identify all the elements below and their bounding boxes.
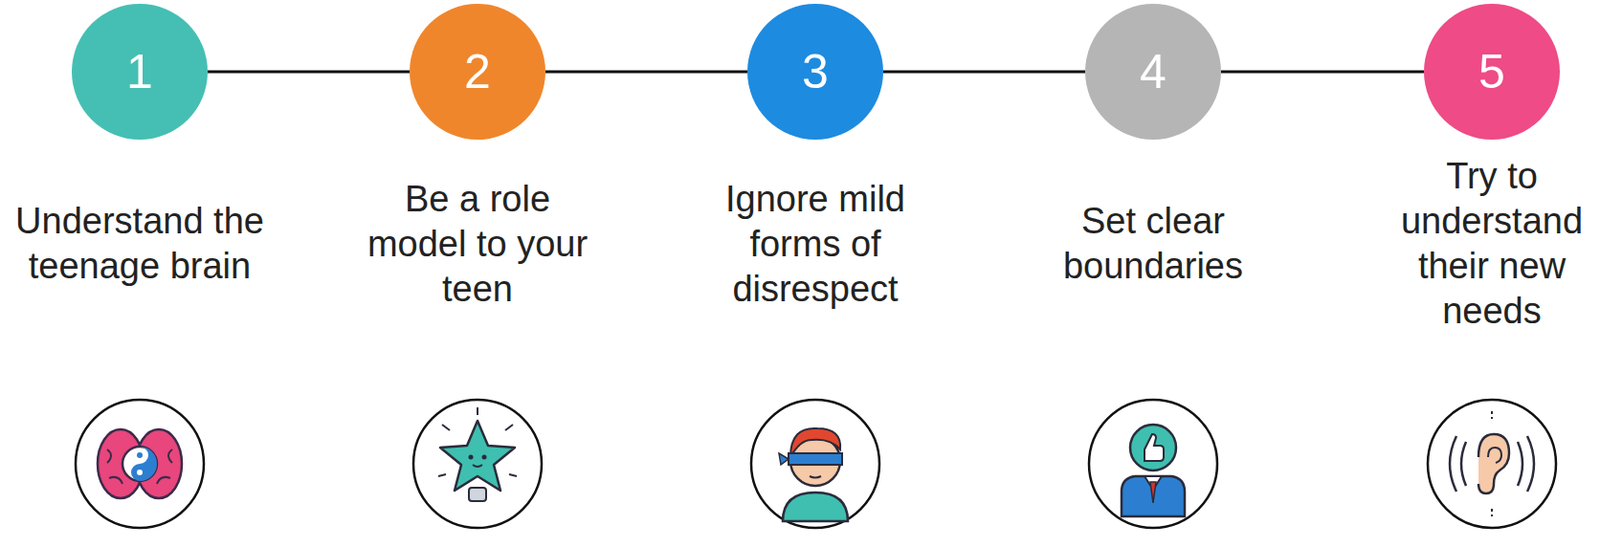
- step-number: 1: [71, 3, 208, 140]
- timeline-connector: [207, 70, 410, 74]
- step-circle: 1Understand the teenage brain: [71, 3, 208, 140]
- step-number: 2: [409, 3, 546, 140]
- blindfold-person-icon: [751, 400, 880, 529]
- step-circle: 4Set clear boundaries: [1085, 3, 1222, 140]
- thumbs-up-person-icon: [1088, 400, 1218, 529]
- step-number: 3: [747, 3, 884, 140]
- star-bulb-icon: [413, 400, 542, 529]
- brain-icon: [75, 400, 204, 529]
- listening-ear-icon: [1427, 400, 1556, 529]
- step-circle: 5Try to understand their new needs: [1423, 3, 1560, 140]
- timeline-connector: [883, 70, 1086, 74]
- step-caption: Set clear boundaries: [1050, 199, 1257, 289]
- step-caption: Ignore mild forms of disrespect: [712, 177, 919, 312]
- step-circle: 3Ignore mild forms of disrespect: [747, 3, 884, 140]
- step-number: 5: [1423, 3, 1560, 140]
- timeline-connector: [1221, 70, 1424, 74]
- step-caption: Understand the teenage brain: [0, 199, 284, 289]
- step-caption: Try to understand their new needs: [1389, 154, 1596, 334]
- step-number: 4: [1085, 3, 1222, 140]
- step-circle: 2Be a role model to your teen: [409, 3, 546, 140]
- timeline-connector: [545, 70, 748, 74]
- step-caption: Be a role model to your teen: [355, 177, 600, 312]
